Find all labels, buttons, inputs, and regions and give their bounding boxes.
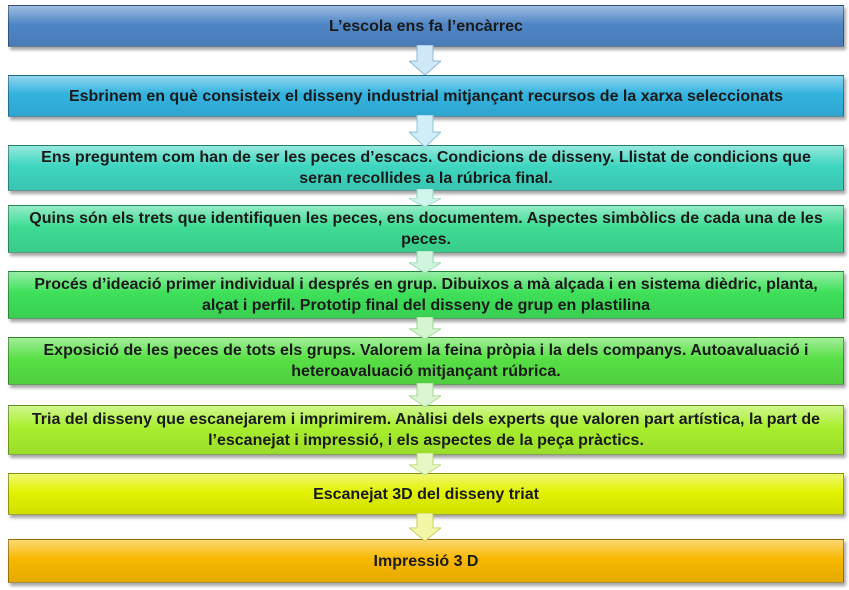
- step-7-box: Tria del disseny que escanejarem i impri…: [8, 405, 844, 455]
- arrow-down-icon: [409, 115, 441, 147]
- step-6-text: Exposició de les peces de tots els grups…: [43, 342, 809, 380]
- step-8-box: Escanejat 3D del disseny triat: [8, 473, 844, 515]
- arrow-down-icon: [409, 189, 441, 207]
- step-1-box: L’escola ens fa l’encàrrec: [8, 5, 844, 47]
- step-4-box: Quins són els trets que identifiquen les…: [8, 205, 844, 253]
- step-5-text: Procés d’ideació primer individual i des…: [34, 276, 818, 314]
- arrow-down-icon: [409, 317, 441, 339]
- step-3-text: Ens preguntem com han de ser les peces d…: [41, 149, 811, 187]
- arrow-down-icon: [409, 45, 441, 75]
- step-3-box: Ens preguntem com han de ser les peces d…: [8, 145, 844, 191]
- step-4-text: Quins són els trets que identifiquen les…: [29, 210, 823, 248]
- step-6-box: Exposició de les peces de tots els grups…: [8, 337, 844, 385]
- arrow-down-icon: [409, 513, 441, 541]
- step-1-text: L’escola ens fa l’encàrrec: [329, 17, 523, 35]
- step-7-text: Tria del disseny que escanejarem i impri…: [31, 411, 821, 449]
- arrow-down-icon: [409, 251, 441, 273]
- step-5-box: Procés d’ideació primer individual i des…: [8, 271, 844, 319]
- step-9-box: Impressió 3 D: [8, 539, 844, 583]
- step-2-text: Esbrinem en què consisteix el disseny in…: [68, 87, 784, 105]
- step-8-text: Escanejat 3D del disseny triat: [313, 485, 539, 503]
- arrow-down-icon: [409, 453, 441, 475]
- arrow-down-icon: [409, 383, 441, 407]
- step-9-text: Impressió 3 D: [373, 552, 479, 570]
- step-2-box: Esbrinem en què consisteix el disseny in…: [8, 75, 844, 117]
